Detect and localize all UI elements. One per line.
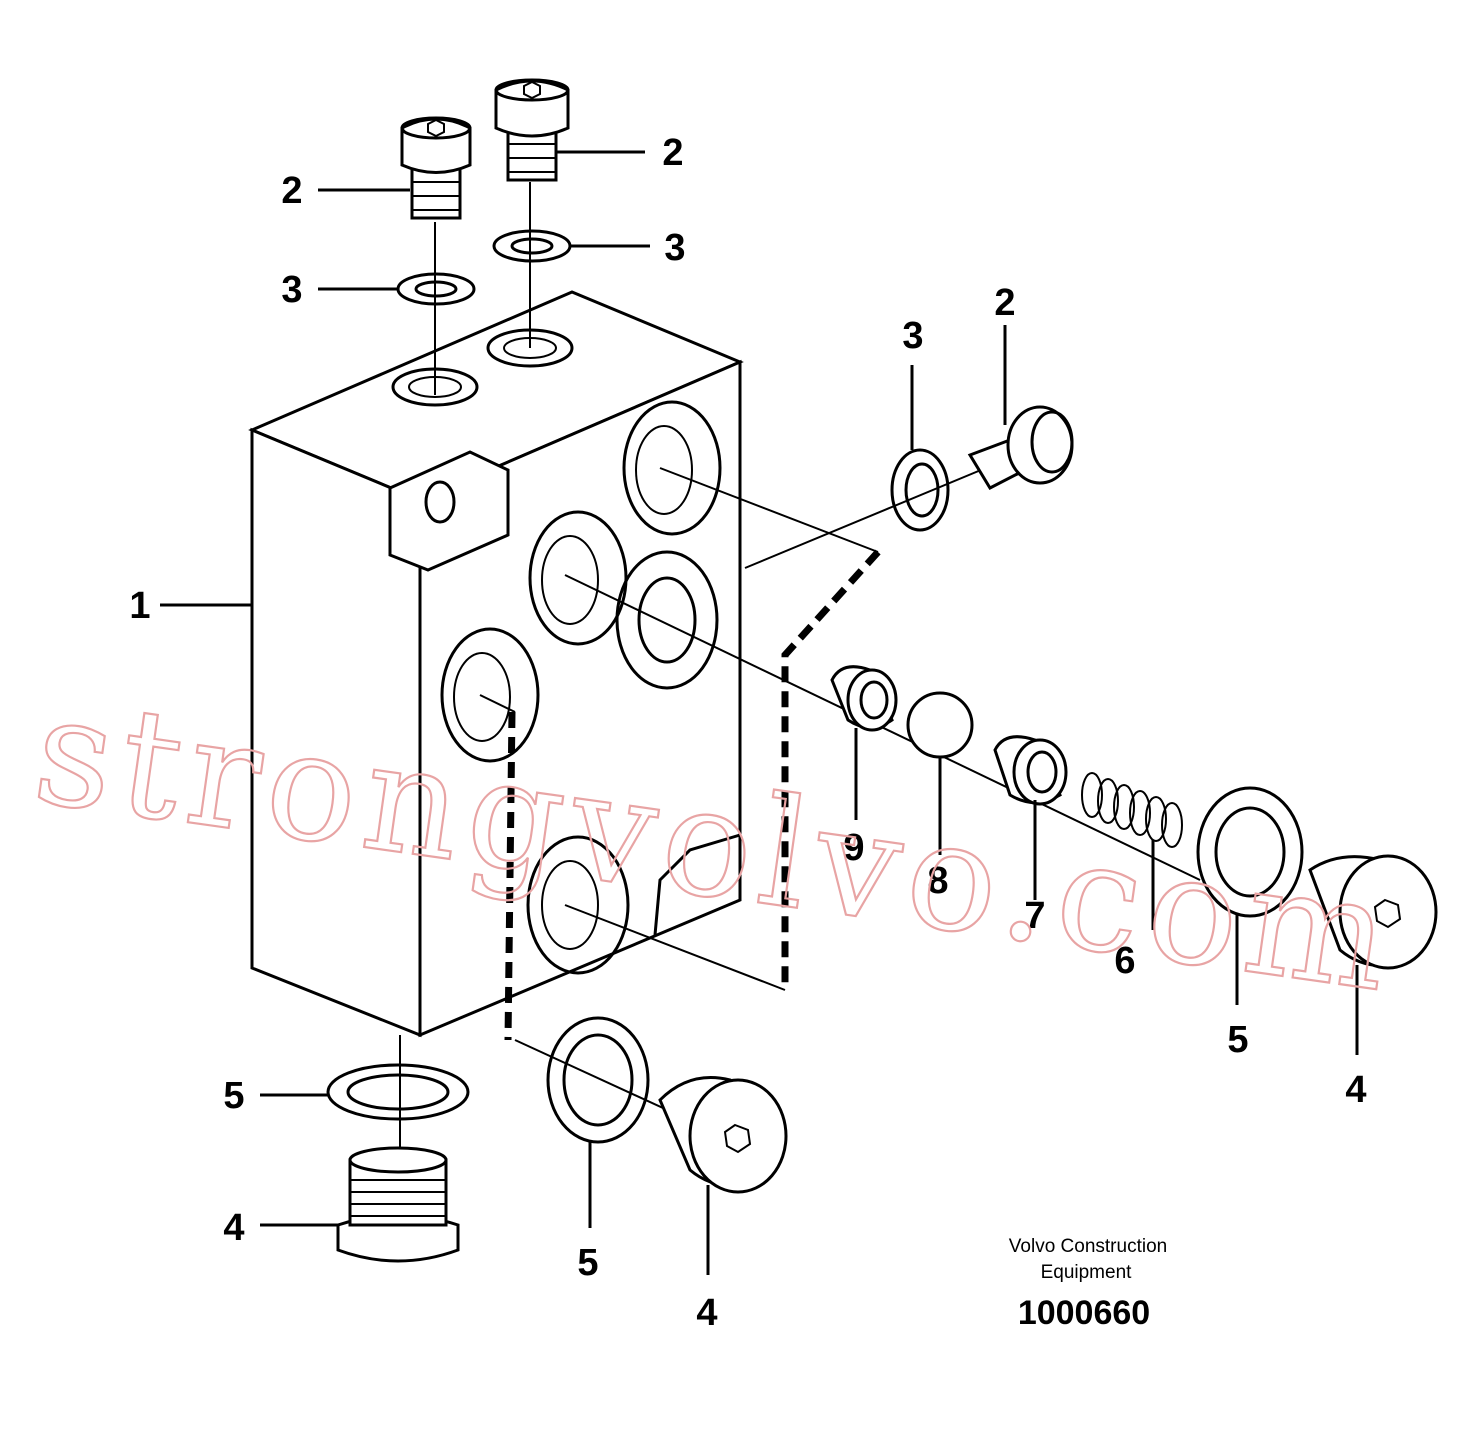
washer-top-right xyxy=(492,229,572,263)
washer-right xyxy=(890,448,950,532)
plug-right xyxy=(1308,854,1438,970)
caption: Volvo Construction Equipment 1000660 xyxy=(1009,1236,1167,1332)
plug-bottom-left xyxy=(336,1146,460,1263)
screw-top-right xyxy=(494,78,570,182)
callout-leaders xyxy=(160,150,1359,1275)
callout-4-middle: 4 xyxy=(696,1292,717,1334)
callout-4-right: 4 xyxy=(1345,1069,1366,1111)
callout-2-top-right: 2 xyxy=(662,132,683,174)
drawing-number: 1000660 xyxy=(1018,1294,1150,1332)
caption-company: Volvo Construction xyxy=(1009,1236,1167,1257)
seal-bottom-middle xyxy=(546,1016,650,1144)
ball-item-8 xyxy=(906,691,974,759)
plug-bottom-middle xyxy=(658,1076,788,1194)
callout-3-top-right: 3 xyxy=(664,227,685,269)
seal-bottom-left xyxy=(326,1063,470,1121)
callout-8: 8 xyxy=(927,860,948,902)
screw-right xyxy=(967,405,1074,490)
screw-top-left xyxy=(400,116,472,220)
callout-2-top-left: 2 xyxy=(281,170,302,212)
callout-labels: 1 2 2 2 3 3 3 4 4 4 5 5 5 6 7 8 9 xyxy=(129,132,1366,1334)
seal-right xyxy=(1196,786,1304,918)
callout-9: 9 xyxy=(843,827,864,869)
sleeve-item-9 xyxy=(830,665,898,732)
callout-5-right: 5 xyxy=(1227,1019,1248,1061)
callout-4-left: 4 xyxy=(223,1207,244,1249)
callout-1: 1 xyxy=(129,585,150,627)
callout-3-right: 3 xyxy=(902,315,923,357)
valve-block xyxy=(248,290,744,1038)
callout-7: 7 xyxy=(1024,895,1045,937)
callout-3-top-left: 3 xyxy=(281,269,302,311)
callout-5-left: 5 xyxy=(223,1075,244,1117)
callout-2-right: 2 xyxy=(994,282,1015,324)
callout-5-middle: 5 xyxy=(577,1242,598,1284)
callout-6: 6 xyxy=(1114,940,1135,982)
sleeve-item-7 xyxy=(993,735,1068,806)
caption-equipment: Equipment xyxy=(1041,1262,1133,1283)
spring-item-6 xyxy=(1081,772,1183,848)
